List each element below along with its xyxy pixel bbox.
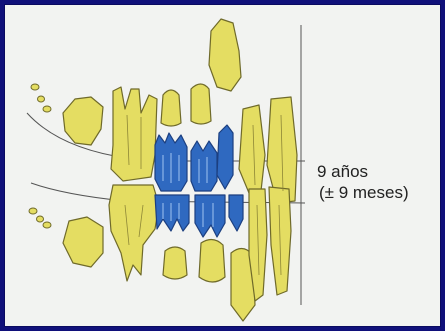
- upper-lateral-incisor: [239, 105, 265, 193]
- tooth-bud: [38, 96, 45, 102]
- lower-primary-canine: [229, 195, 243, 231]
- upper-primary-canine: [217, 125, 233, 189]
- lower-premolar-bud: [199, 239, 225, 282]
- lower-second-molar: [63, 217, 103, 267]
- upper-canine: [209, 19, 241, 91]
- tooth-buds: [29, 84, 51, 228]
- tooth-bud: [43, 106, 51, 112]
- upper-premolar-bud: [161, 90, 181, 126]
- upper-second-molar: [63, 97, 103, 145]
- tooth-bud: [43, 222, 51, 228]
- lower-primary-molar: [155, 195, 189, 231]
- tooth-bud: [29, 208, 37, 214]
- age-text: 9 años: [317, 161, 437, 182]
- diagram-frame: 9 años (± 9 meses): [4, 4, 441, 327]
- tooth-bud: [37, 216, 44, 222]
- lower-premolar-bud: [163, 247, 187, 279]
- age-range-text: (± 9 meses): [319, 182, 437, 203]
- upper-primary-molar: [191, 141, 217, 191]
- lower-primary-molar: [195, 195, 225, 237]
- lower-first-molar: [109, 185, 159, 281]
- age-label: 9 años (± 9 meses): [317, 161, 437, 203]
- tooth-bud: [31, 84, 39, 90]
- upper-first-molar: [111, 87, 157, 181]
- upper-premolar-bud: [191, 84, 211, 124]
